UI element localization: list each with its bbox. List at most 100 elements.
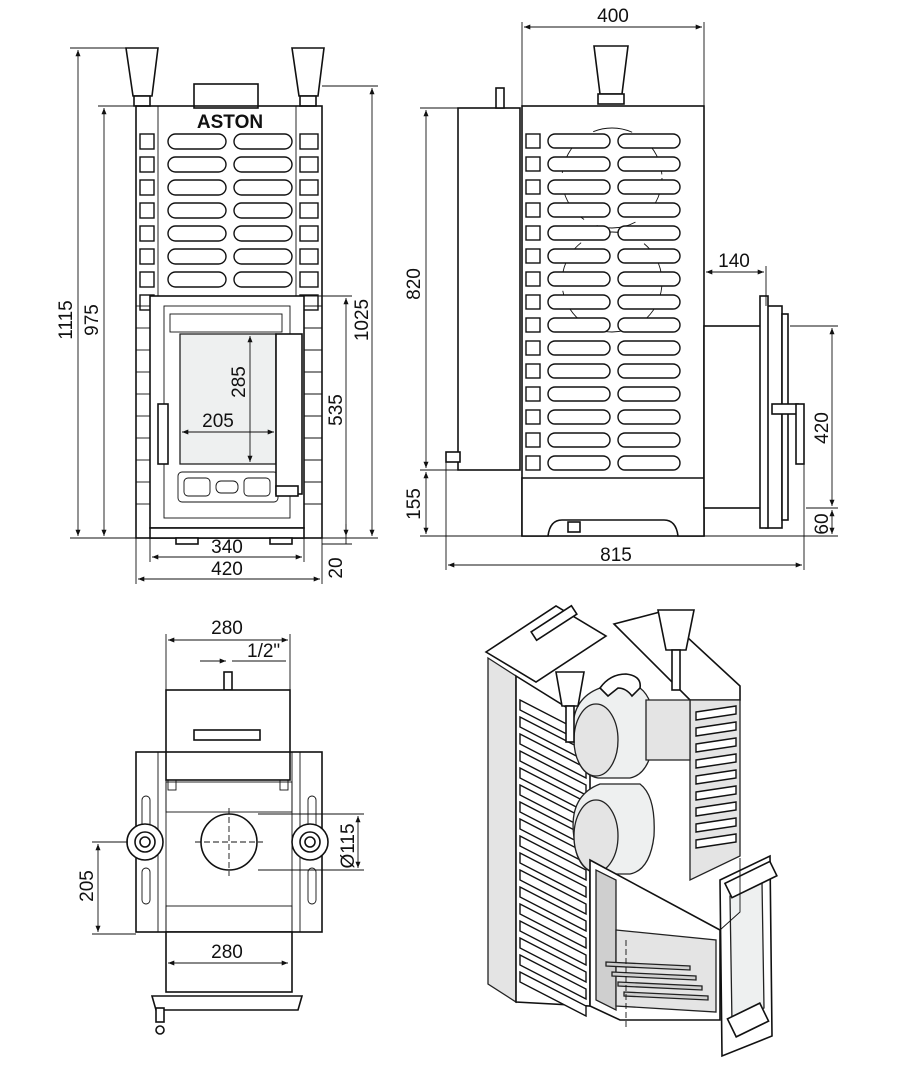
dim-glass-width: 205 [202,411,234,432]
side-fin [525,156,541,172]
dim-glass-height: 285 [229,366,250,398]
side-slots [547,133,681,471]
side-fin [525,455,541,471]
fin-right [299,225,319,242]
grate-bar [605,961,691,971]
iso-rib [519,868,587,916]
side-fin [525,432,541,448]
isometric-cutaway-view [484,604,778,1058]
iso-rib [519,851,587,899]
side-body-outline [521,105,705,537]
top-dimensions: 280 1/2" Ø115 205 280 [77,618,364,966]
water-cup-left-icon [125,47,159,107]
grate-bar [617,981,703,991]
iso-rib [519,936,587,984]
water-cup-right-icon [291,47,325,107]
iso-rib [695,769,737,785]
side-fin [525,363,541,379]
dim-pipe-thread: 1/2" [247,641,280,662]
side-dimensions: 400 820 155 140 420 60 815 [404,6,838,570]
iso-rib [519,953,587,1001]
fire-tunnel [703,295,805,529]
iso-water-cup-right-icon [657,609,695,691]
fin-left [139,202,155,219]
side-fin [525,133,541,149]
door-glass [179,333,277,465]
side-view: 400 820 155 140 420 60 815 [404,6,838,570]
front-dimensions: 1115 975 1025 535 285 205 340 420 [56,47,378,584]
dim-tank-width: 280 [211,618,243,639]
brand-logo: ASTON [197,112,263,133]
side-fin [525,248,541,264]
iso-rib [695,737,737,753]
iso-rib [519,919,587,967]
side-fin [525,386,541,402]
dim-side-height: 820 [404,268,425,300]
dim-offset: 205 [77,870,98,902]
dim-base-width: 420 [211,559,243,580]
side-fin [525,202,541,218]
dim-total-height: 1115 [56,300,77,339]
fin-right [299,271,319,288]
iso-rib [695,785,737,801]
dim-tunnel-height: 420 [812,412,833,444]
iso-rib [519,885,587,933]
fin-right [299,156,319,173]
side-fin [525,409,541,425]
side-fins-left [135,106,159,538]
fin-right [299,248,319,265]
front-slots [167,133,293,288]
fin-left [139,248,155,265]
iso-rib [519,732,587,780]
fin-left [139,133,155,150]
door-handle [157,403,169,465]
fin-left [139,271,155,288]
iso-rib [695,721,737,737]
dim-door-width: 340 [211,537,243,558]
dim-bottom-offset: 155 [404,488,425,520]
side-fin [525,225,541,241]
side-fin [525,317,541,333]
iso-rib [519,834,587,882]
dim-overall-depth: 815 [600,545,632,566]
side-fin [525,294,541,310]
dim-depth: 400 [597,6,629,27]
dim-tunnel-length: 140 [718,251,750,272]
side-fin [525,271,541,287]
dim-foot-height: 20 [326,557,347,578]
iso-rib [695,817,737,833]
dim-door-height: 535 [326,394,347,426]
iso-rib [695,801,737,817]
iso-rib [519,970,587,1018]
grate-bar [623,991,709,1001]
fin-left [139,179,155,196]
top-view: 280 1/2" Ø115 205 280 [77,618,364,1035]
side-fin [525,179,541,195]
iso-rib [695,705,737,721]
iso-rib [695,753,737,769]
front-view: ASTON [56,47,378,584]
fin-left [139,156,155,173]
iso-water-cup-left-icon [555,671,585,743]
tunnel-handle [795,403,805,465]
cup-ring-right-icon [291,823,329,861]
dim-tunnel-bottom: 60 [812,513,833,534]
dim-flue-diameter: Ø115 [338,823,359,868]
side-water-cup-icon [593,45,629,105]
top-cap [193,83,259,109]
cup-ring-left-icon [126,823,164,861]
iso-rib [695,833,737,849]
side-fins-right [295,106,323,538]
grate-bar [611,971,697,981]
fin-right [299,202,319,219]
dim-body-height: 975 [82,304,103,336]
fire-door [149,295,305,529]
water-tank [457,107,521,471]
side-fin [525,340,541,356]
iso-rib [519,902,587,950]
dim-tunnel-width: 280 [211,942,243,963]
fin-right [299,133,319,150]
fin-left [139,225,155,242]
fin-right [299,179,319,196]
